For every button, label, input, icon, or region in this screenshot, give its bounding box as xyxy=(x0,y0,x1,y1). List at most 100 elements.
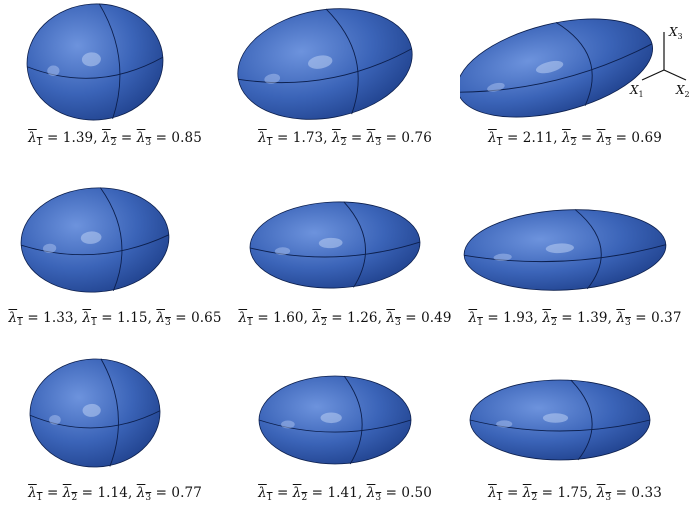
specular-highlight xyxy=(493,253,512,261)
lambda-subscript: 3 xyxy=(605,493,612,503)
ellipsoid-render xyxy=(237,8,413,120)
stretch-value: 1.26 xyxy=(347,310,378,326)
stretch-value: 1.15 xyxy=(117,310,148,326)
stretch-caption: λ1 = 1.73, λ2 = λ3 = 0.76 xyxy=(258,130,432,148)
meridian-line xyxy=(99,187,123,292)
lambda-symbol: λ1 xyxy=(468,310,483,328)
equator-line xyxy=(238,48,412,84)
lambda-subscript: 1 xyxy=(496,138,503,148)
lambda-subscript: 3 xyxy=(375,493,382,503)
stretch-value: 0.69 xyxy=(631,130,662,146)
specular-highlight xyxy=(281,420,295,429)
stretch-value: 0.50 xyxy=(401,485,432,501)
lambda-symbol: λ3 xyxy=(366,130,382,148)
lambda-symbol: λ1 xyxy=(488,485,503,503)
lambda-symbol: λ3 xyxy=(136,485,152,503)
ellipsoid-render xyxy=(460,18,654,118)
specular-highlight xyxy=(308,55,333,69)
lambda-subscript: 2 xyxy=(551,318,557,328)
ellipsoid-cell: λ1 = λ2 = 1.14, λ3 = 0.77 xyxy=(0,345,230,505)
specular-highlight xyxy=(535,60,564,74)
equator-line xyxy=(29,410,161,429)
lambda-subscript: 1 xyxy=(247,318,253,328)
lambda-symbol: λ1 xyxy=(28,485,43,503)
ellipsoid-body xyxy=(460,18,654,118)
stretch-caption: λ1 = 1.39, λ2 = λ3 = 0.85 xyxy=(28,130,202,148)
lambda-subscript: 2 xyxy=(531,493,538,503)
ellipsoid-cell: λ1 = 1.73, λ2 = λ3 = 0.76 xyxy=(230,0,460,160)
meridian-line xyxy=(343,201,366,288)
stretch-value: 0.33 xyxy=(631,485,662,501)
equator-line xyxy=(464,244,666,263)
ellipsoid-render xyxy=(249,201,421,289)
lambda-subscript: 3 xyxy=(625,318,631,328)
lambda-symbol: λ2 xyxy=(292,485,308,503)
lambda-subscript: 2 xyxy=(110,138,117,148)
stretch-caption: λ1 = λ2 = 1.41, λ3 = 0.50 xyxy=(258,485,432,503)
lambda-subscript: 1 xyxy=(17,318,23,328)
stretch-value: 1.41 xyxy=(327,485,358,501)
ellipsoid-render xyxy=(258,375,412,465)
specular-highlight xyxy=(80,231,102,244)
ellipsoid-cell: λ1 = 1.33, λ1 = 1.15, λ3 = 0.65 xyxy=(0,165,230,328)
ellipsoid-cell: λ1 = 1.93, λ2 = 1.39, λ3 = 0.37 xyxy=(460,165,690,328)
meridian-line xyxy=(98,3,121,120)
specular-highlight xyxy=(487,82,505,92)
lambda-symbol: λ1 xyxy=(488,130,503,148)
equator-line xyxy=(469,419,651,432)
equator-line xyxy=(258,419,412,433)
equator-line xyxy=(21,234,170,256)
meridian-line xyxy=(555,22,593,107)
specular-highlight xyxy=(320,412,342,424)
stretch-value: 1.73 xyxy=(292,130,324,146)
equator-line xyxy=(460,43,653,93)
meridian-line xyxy=(574,209,602,290)
lambda-subscript: 3 xyxy=(145,493,152,503)
stretch-caption: λ1 = λ2 = 1.75, λ3 = 0.33 xyxy=(488,485,662,503)
lambda-subscript: 2 xyxy=(301,493,308,503)
lambda-symbol: λ3 xyxy=(366,485,382,503)
lambda-subscript: 2 xyxy=(340,138,347,148)
lambda-symbol: λ1 xyxy=(258,485,273,503)
lambda-subscript: 1 xyxy=(477,318,483,328)
lambda-symbol: λ3 xyxy=(596,485,612,503)
lambda-symbol: λ2 xyxy=(62,485,78,503)
lambda-subscript: 1 xyxy=(266,138,273,148)
lambda-symbol: λ3 xyxy=(136,130,152,148)
specular-highlight xyxy=(542,413,569,423)
lambda-subscript: 1 xyxy=(266,493,273,503)
stretch-caption: λ1 = 1.33, λ1 = 1.15, λ3 = 0.65 xyxy=(8,310,222,328)
equator-line xyxy=(249,241,421,258)
lambda-symbol: λ1 xyxy=(258,130,273,148)
lambda-symbol: λ3 xyxy=(596,130,612,148)
stretch-value: 0.85 xyxy=(171,130,202,146)
lambda-subscript: 1 xyxy=(91,318,97,328)
ellipsoid-render xyxy=(26,3,164,121)
specular-highlight xyxy=(42,243,57,254)
lambda-symbol: λ2 xyxy=(542,310,557,328)
lambda-symbol: λ2 xyxy=(332,130,347,148)
lambda-subscript: 3 xyxy=(395,318,401,328)
meridian-line xyxy=(100,358,119,467)
meridian-line xyxy=(570,379,593,461)
stretch-caption: λ1 = 1.93, λ2 = 1.39, λ3 = 0.37 xyxy=(468,310,682,328)
specular-highlight xyxy=(81,52,101,67)
specular-highlight xyxy=(545,243,574,254)
stretch-value: 1.33 xyxy=(43,310,74,326)
lambda-subscript: 2 xyxy=(71,493,78,503)
ellipsoid-render xyxy=(29,358,161,468)
ellipsoid-render xyxy=(20,187,170,293)
specular-highlight xyxy=(274,247,291,256)
lambda-symbol: λ1 xyxy=(82,310,97,328)
lambda-symbol: λ3 xyxy=(386,310,401,328)
lambda-symbol: λ2 xyxy=(522,485,538,503)
lambda-symbol: λ3 xyxy=(156,310,171,328)
stretch-caption: λ1 = 2.11, λ2 = λ3 = 0.69 xyxy=(488,130,662,148)
stretch-value: 0.77 xyxy=(171,485,202,501)
lambda-symbol: λ2 xyxy=(102,130,117,148)
specular-highlight xyxy=(82,403,101,417)
specular-highlight xyxy=(264,73,281,84)
specular-highlight xyxy=(318,237,343,249)
axis-label-x2: X2 xyxy=(675,83,690,99)
meridian-line xyxy=(325,8,359,115)
